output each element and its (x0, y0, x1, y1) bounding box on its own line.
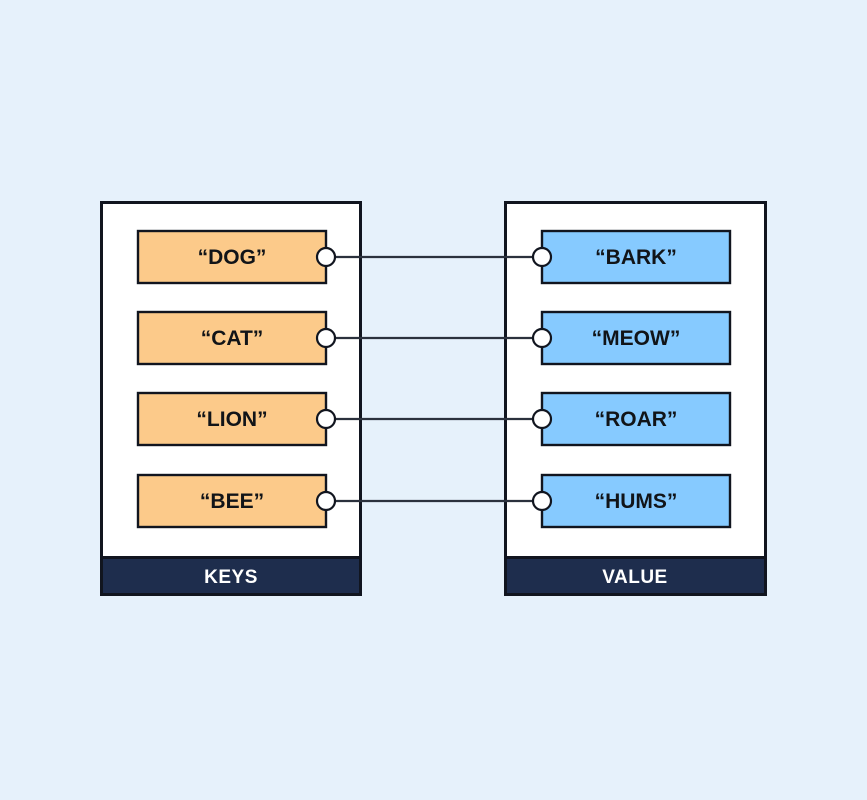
key-node-lion-icon[interactable] (315, 408, 337, 430)
value-box-label: “MEOW” (592, 327, 681, 350)
key-box-rect[interactable] (136, 391, 328, 447)
value-boxes: “BARK” “MEOW” “ROAR” “HUMS” (540, 229, 732, 529)
key-box-rect[interactable] (136, 310, 328, 366)
value-box-label: “BARK” (595, 246, 677, 269)
key-box-dog[interactable]: “DOG” (136, 229, 328, 285)
key-box-rect[interactable] (136, 229, 328, 285)
key-box-lion[interactable]: “LION” (136, 391, 328, 447)
value-box-hums[interactable]: “HUMS” (540, 473, 732, 529)
values-panel-footer (504, 556, 767, 596)
key-box-label: “BEE” (200, 490, 264, 513)
value-box-label: “HUMS” (595, 490, 678, 513)
value-box-rect[interactable] (540, 229, 732, 285)
value-node-bark-icon[interactable] (531, 246, 553, 268)
key-node-bee-icon[interactable] (315, 490, 337, 512)
key-box-label: “DOG” (198, 246, 267, 269)
value-box-bark[interactable]: “BARK” (540, 229, 732, 285)
key-box-cat[interactable]: “CAT” (136, 310, 328, 366)
keys-panel-footer (100, 556, 362, 596)
value-box-rect[interactable] (540, 391, 732, 447)
value-box-roar[interactable]: “ROAR” (540, 391, 732, 447)
values-panel-footer-label: VALUE (602, 567, 667, 588)
value-node-hums-icon[interactable] (531, 490, 553, 512)
key-boxes: “DOG” “CAT” “LION” “BEE” (136, 229, 328, 529)
value-box-rect[interactable] (540, 473, 732, 529)
value-box-rect[interactable] (540, 310, 732, 366)
value-node-roar-icon[interactable] (531, 408, 553, 430)
key-node-cat-icon[interactable] (315, 327, 337, 349)
key-node-dog-icon[interactable] (315, 246, 337, 268)
key-box-label: “LION” (196, 408, 267, 431)
value-node-meow-icon[interactable] (531, 327, 553, 349)
connector-nodes (315, 246, 553, 512)
key-box-rect[interactable] (136, 473, 328, 529)
key-box-label: “CAT” (201, 327, 264, 350)
value-box-label: “ROAR” (595, 408, 678, 431)
key-box-bee[interactable]: “BEE” (136, 473, 328, 529)
keys-panel-footer-label: KEYS (204, 567, 258, 588)
mapping-connectors (326, 255, 542, 503)
value-box-meow[interactable]: “MEOW” (540, 310, 732, 366)
